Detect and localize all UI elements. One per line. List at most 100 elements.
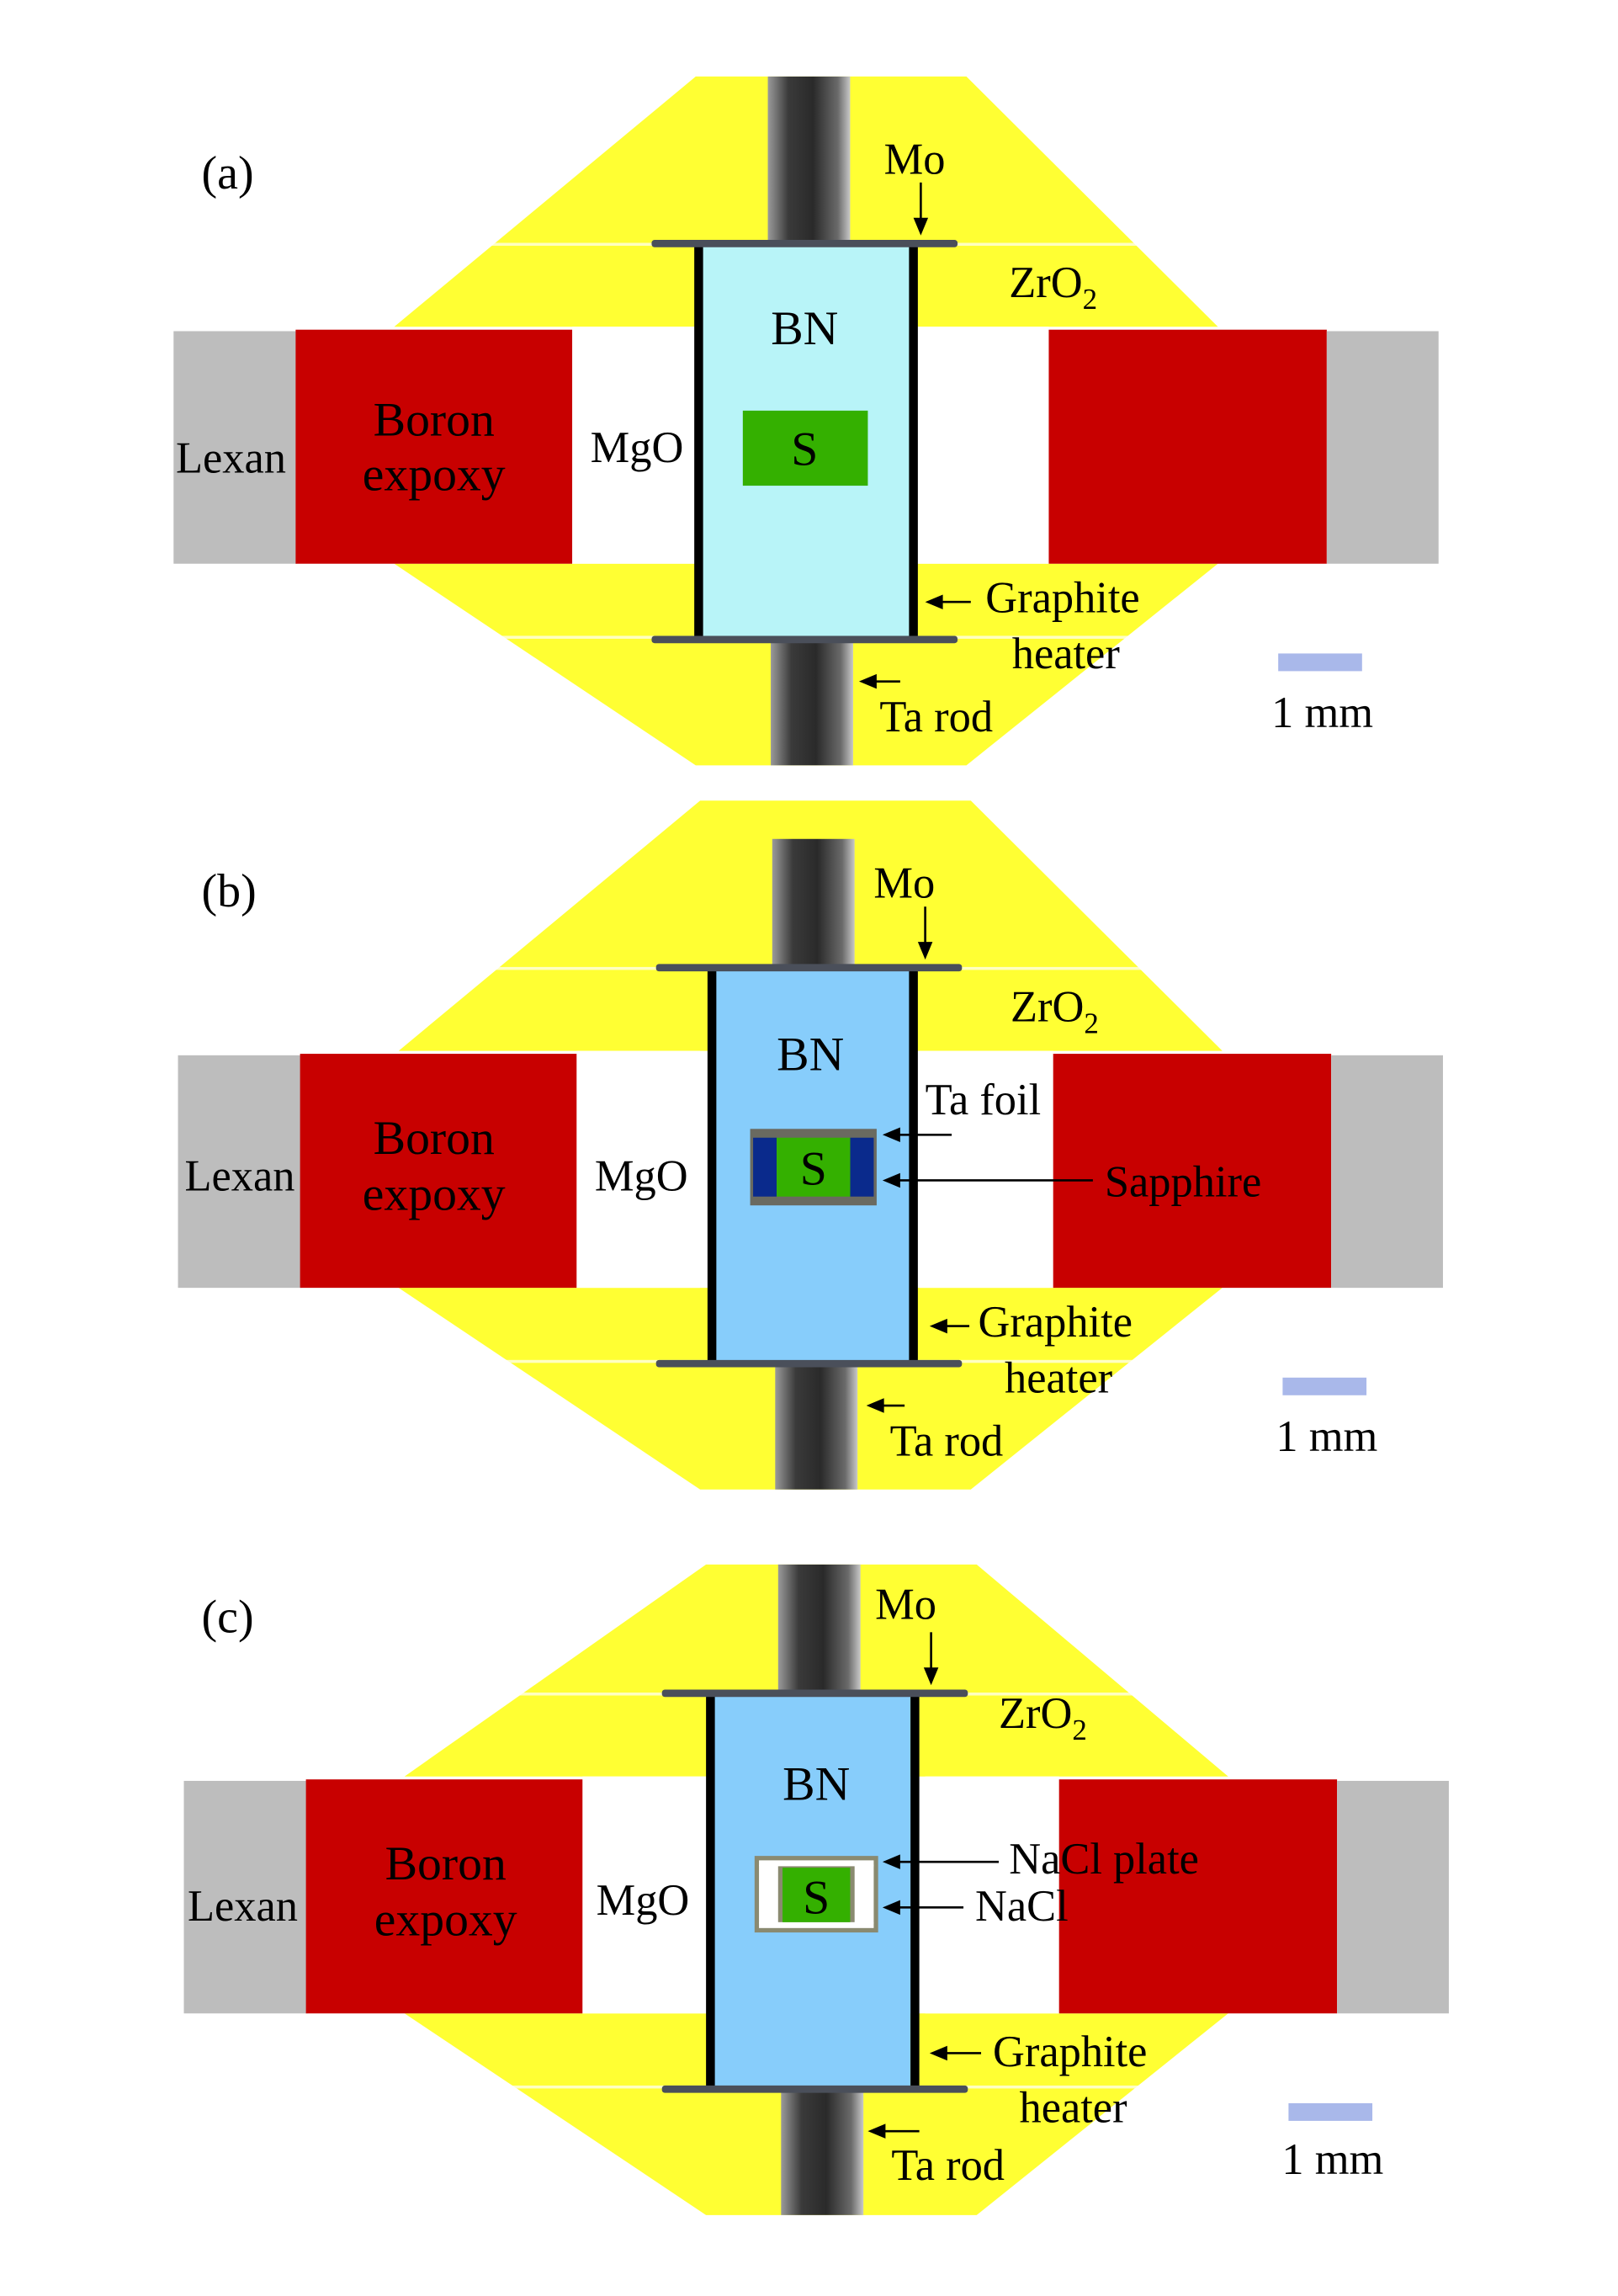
boron-epoxy-right bbox=[1058, 1779, 1338, 2014]
nacl-plate-arrow bbox=[882, 1854, 1000, 1869]
boron-epoxy-left bbox=[305, 1779, 583, 2014]
scale-bar-label: 1 mm bbox=[1271, 688, 1373, 737]
boron-epoxy-label-line2: expoxy bbox=[363, 1167, 506, 1220]
bn-label: BN bbox=[782, 1758, 850, 1811]
nacl-label: NaCl bbox=[975, 1882, 1069, 1931]
mo-plate-bottom bbox=[651, 635, 958, 644]
panel-a: S (a) Mo ZrO2 BN Boron expoxy Lexan MgO … bbox=[173, 76, 1439, 766]
sapphire-label: Sapphire bbox=[1105, 1158, 1261, 1207]
ta-foil-label: Ta foil bbox=[926, 1076, 1042, 1124]
mo-plate-top bbox=[651, 240, 958, 247]
graphite-heater-label-line2: heater bbox=[1005, 1353, 1112, 1402]
nacl-arrow bbox=[882, 1900, 964, 1916]
graphite-heater-left bbox=[694, 246, 703, 638]
ta-rod-bottom bbox=[771, 638, 853, 766]
sample-label: S bbox=[800, 1143, 827, 1196]
mo-label: Mo bbox=[884, 135, 946, 183]
nacl-left bbox=[759, 1864, 778, 1924]
boron-epoxy-right bbox=[1048, 329, 1327, 564]
zro2-label: ZrO2 bbox=[1009, 258, 1097, 316]
ta-rod-bottom bbox=[775, 1363, 858, 1490]
mo-arrow bbox=[913, 182, 929, 236]
scale-bar bbox=[1278, 653, 1362, 672]
lexan-right bbox=[1337, 1780, 1449, 2014]
mgo-label: MgO bbox=[591, 423, 684, 472]
mgo-right bbox=[925, 1776, 1059, 2014]
panel-c: S (c) Mo ZrO2 BN NaCl plate NaCl Boron e… bbox=[183, 1564, 1449, 2215]
boron-epoxy-left bbox=[300, 1054, 577, 1289]
bn-label: BN bbox=[771, 302, 838, 355]
mgo-right bbox=[919, 1050, 1053, 1289]
nacl-plate-label: NaCl plate bbox=[1009, 1835, 1199, 1884]
lexan-label: Lexan bbox=[176, 433, 286, 482]
graphite-heater-right bbox=[909, 970, 918, 1362]
panel-tag: (a) bbox=[202, 147, 254, 199]
ta-rod-top bbox=[772, 838, 855, 967]
sample bbox=[782, 1868, 851, 1922]
ta-rod-top bbox=[777, 1564, 861, 1693]
ta-rod-arrow bbox=[858, 673, 900, 689]
ta-foil-arrow bbox=[882, 1127, 952, 1143]
ta-rod-arrow bbox=[867, 2123, 920, 2139]
lexan-left bbox=[178, 1055, 302, 1289]
ta-rod-arrow bbox=[866, 1398, 905, 1413]
mo-plate-top bbox=[661, 1689, 968, 1698]
nacl-right bbox=[854, 1864, 874, 1924]
nacl-top bbox=[759, 1860, 874, 1867]
graphite-heater-right bbox=[909, 246, 918, 638]
scale-bar-label: 1 mm bbox=[1276, 1412, 1377, 1461]
boron-epoxy-label-line2: expoxy bbox=[363, 448, 506, 501]
boron-epoxy-label-line1: Boron bbox=[385, 1837, 507, 1890]
mo-plate-top bbox=[655, 964, 963, 972]
boron-epoxy-label-line2: expoxy bbox=[374, 1894, 517, 1947]
boron-epoxy-right bbox=[1053, 1054, 1332, 1289]
graphite-heater-arrow bbox=[929, 1318, 970, 1334]
lexan-right bbox=[1331, 1055, 1443, 1289]
mo-plate-bottom bbox=[655, 1359, 963, 1368]
panel-tag: (b) bbox=[202, 865, 257, 917]
scale-bar bbox=[1282, 1377, 1367, 1395]
lexan-left bbox=[183, 1780, 308, 2014]
ta-rod-top bbox=[767, 76, 851, 243]
bn-label: BN bbox=[777, 1028, 844, 1081]
ta-rod-bottom bbox=[781, 2088, 864, 2215]
lexan-label: Lexan bbox=[184, 1152, 294, 1201]
sample bbox=[777, 1137, 851, 1197]
lexan-right bbox=[1326, 331, 1439, 564]
mgo-right bbox=[915, 327, 1049, 564]
zro2-label: ZrO2 bbox=[1011, 983, 1099, 1040]
sapphire-right bbox=[850, 1137, 874, 1197]
mo-arrow bbox=[923, 1632, 939, 1686]
graphite-heater-arrow bbox=[929, 2045, 982, 2061]
graphite-heater-label-line1: Graphite bbox=[993, 2028, 1147, 2076]
graphite-heater-right bbox=[910, 1695, 920, 2087]
mgo-left bbox=[582, 1776, 707, 2014]
mgo-left bbox=[572, 327, 696, 564]
panel-tag: (c) bbox=[202, 1591, 254, 1643]
ta-rod-label: Ta rod bbox=[890, 1416, 1004, 1465]
sapphire-left bbox=[753, 1137, 777, 1197]
mo-label: Mo bbox=[873, 859, 935, 908]
ta-rod-label: Ta rod bbox=[879, 693, 993, 741]
scale-bar-label: 1 mm bbox=[1281, 2135, 1383, 2184]
mgo-label: MgO bbox=[595, 1152, 688, 1201]
sample bbox=[742, 410, 868, 486]
boron-epoxy-label-line1: Boron bbox=[374, 1112, 495, 1165]
graphite-heater-arrow bbox=[925, 594, 971, 609]
graphite-heater-label-line2: heater bbox=[1012, 630, 1120, 678]
graphite-heater-left bbox=[706, 1695, 715, 2087]
mo-arrow bbox=[917, 906, 933, 960]
scale-bar bbox=[1288, 2102, 1373, 2121]
graphite-heater-left bbox=[707, 970, 717, 1362]
mgo-label: MgO bbox=[597, 1876, 690, 1925]
ta-rod-label: Ta rod bbox=[891, 2141, 1005, 2190]
graphite-heater-label-line1: Graphite bbox=[985, 573, 1139, 622]
lexan-left bbox=[173, 331, 298, 564]
mo-plate-bottom bbox=[661, 2085, 968, 2093]
nacl-bottom bbox=[759, 1921, 874, 1928]
lexan-label: Lexan bbox=[188, 1882, 298, 1931]
mgo-left bbox=[576, 1050, 701, 1289]
mo-label: Mo bbox=[875, 1581, 936, 1629]
panel-b: S (b) Mo ZrO2 BN Ta foil Sapphire Boron … bbox=[178, 800, 1443, 1490]
